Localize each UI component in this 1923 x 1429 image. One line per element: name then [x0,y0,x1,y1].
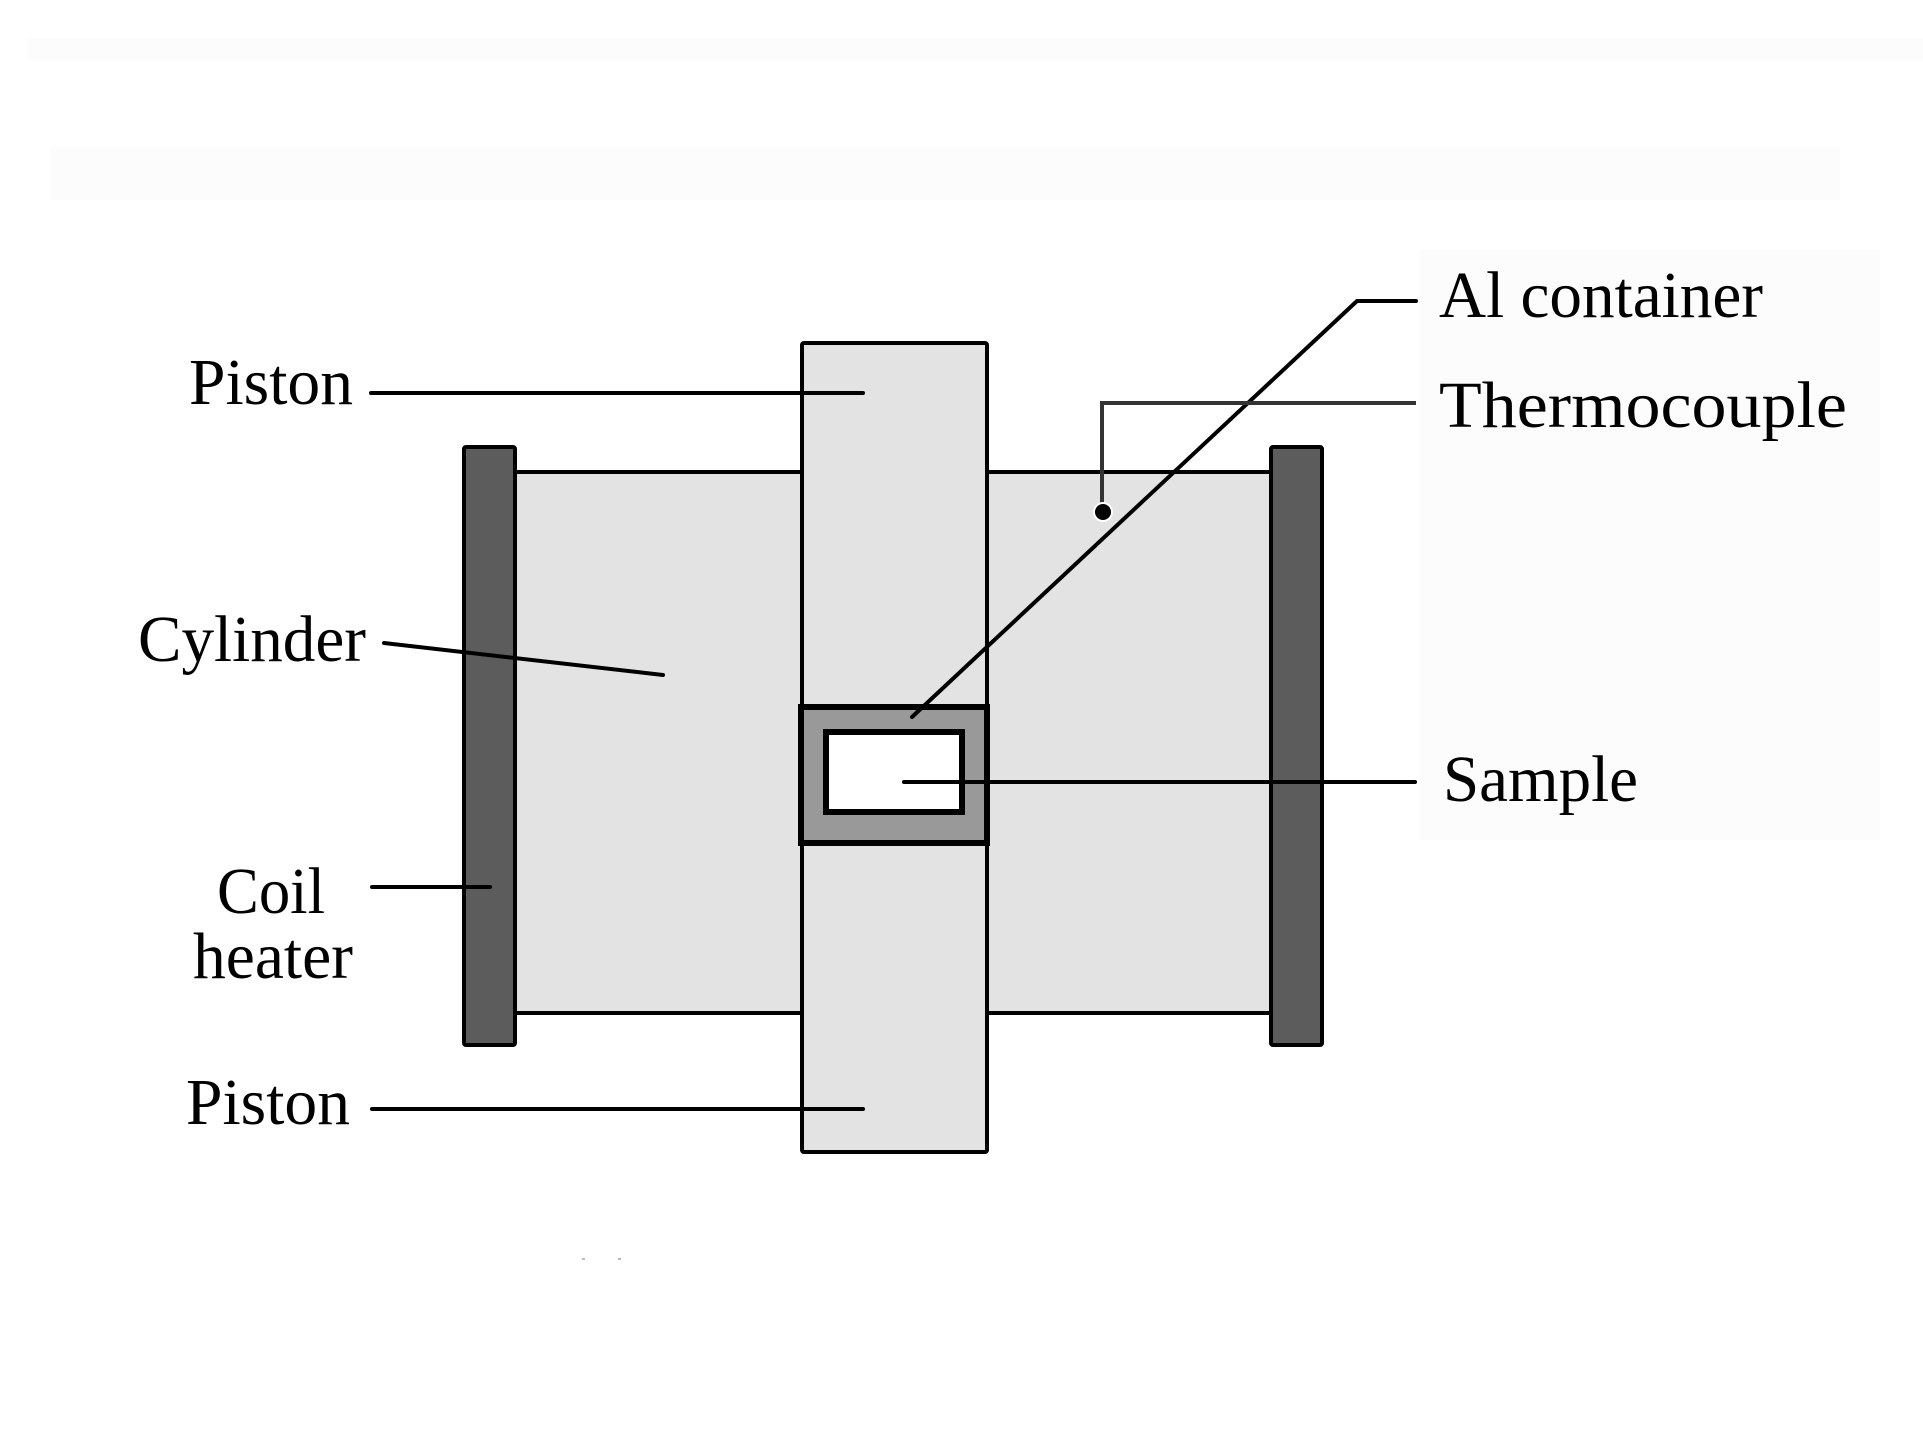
leader-al-container [910,299,1418,719]
leader-thermocouple [1100,401,1416,510]
artifact-dot [618,1258,621,1260]
cylinder-right-body [987,472,1270,1013]
label-thermocouple: Thermocouple [1439,369,1847,442]
label-cylinder: Cylinder [138,603,366,676]
leader-cylinder [382,641,665,677]
artifact-dot [582,1258,585,1260]
thermocouple-tip-dot [1093,502,1113,522]
coil-heater-left [462,445,517,1047]
label-sample: Sample [1443,743,1638,816]
label-piston-bottom: Piston [186,1066,350,1139]
label-al-container: Al container [1439,259,1763,332]
coil-heater-right [1269,445,1324,1047]
background-band-top [28,38,1923,60]
label-piston-top: Piston [189,346,353,419]
background-band-right [1420,250,1880,840]
label-coil-heater-line1: Coil [217,855,325,928]
label-coil-heater-line2: heater [193,920,353,993]
background-band-upper [50,148,1840,200]
cylinder-left-body [516,472,801,1013]
sample-shape [823,729,965,815]
